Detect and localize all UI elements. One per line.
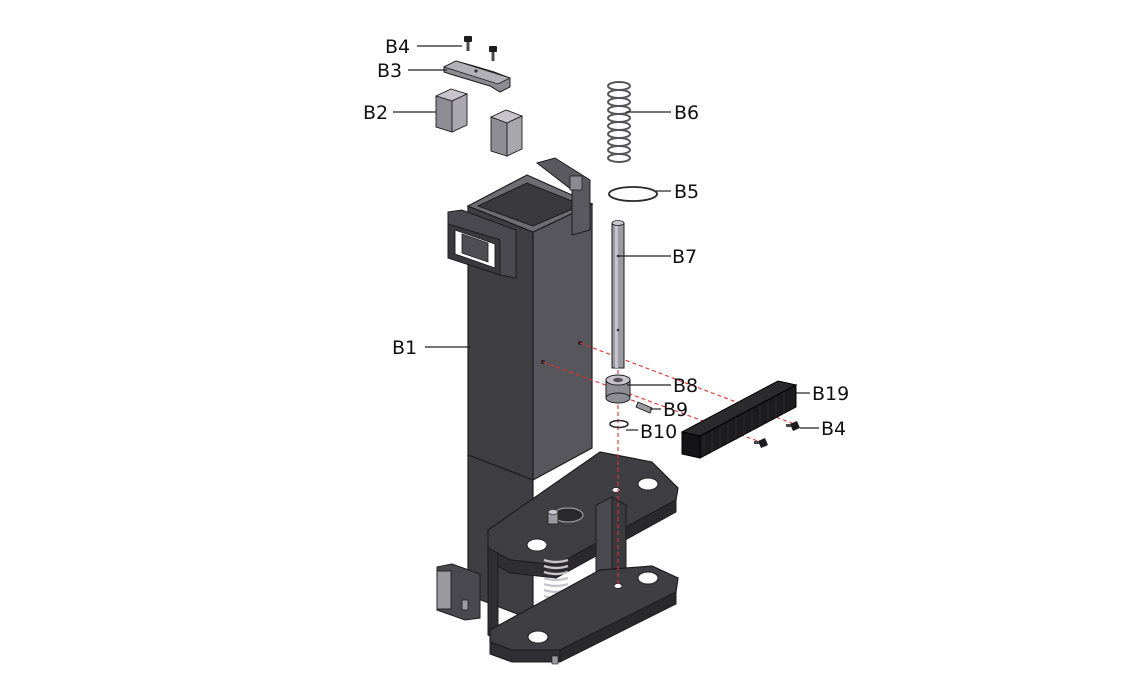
base-assembly bbox=[487, 451, 679, 665]
ring-b5 bbox=[608, 186, 658, 202]
label-b4-right: B4 bbox=[821, 418, 846, 440]
label-b2: B2 bbox=[363, 102, 388, 124]
screw-b4-top bbox=[464, 36, 497, 61]
label-b4-top: B4 bbox=[385, 36, 410, 58]
label-b10: B10 bbox=[640, 421, 677, 443]
pad-b19 bbox=[680, 380, 798, 459]
ring-b10 bbox=[609, 419, 629, 429]
part-labels: B4 B3 B2 B6 B5 B7 B1 B8 B9 B10 B19 B4 bbox=[363, 36, 849, 443]
leader-lines bbox=[393, 45, 819, 431]
column-b1 bbox=[466, 174, 594, 621]
bar-b3 bbox=[442, 60, 512, 93]
label-b8: B8 bbox=[673, 375, 698, 397]
top-bracket bbox=[535, 157, 591, 236]
label-b19: B19 bbox=[812, 383, 849, 405]
left-handle-lower bbox=[436, 563, 481, 621]
label-b7: B7 bbox=[672, 246, 697, 268]
pin-b9 bbox=[635, 401, 653, 414]
label-b6: B6 bbox=[674, 102, 699, 124]
label-b9: B9 bbox=[663, 399, 688, 421]
spring-b6 bbox=[607, 81, 631, 163]
collar-b8 bbox=[605, 374, 631, 404]
screw-b4-right bbox=[754, 421, 800, 448]
rod-b7 bbox=[611, 220, 625, 369]
label-b1: B1 bbox=[392, 337, 417, 359]
label-b5: B5 bbox=[674, 181, 699, 203]
label-b3: B3 bbox=[377, 60, 402, 82]
blocks-b2 bbox=[434, 88, 524, 157]
left-handle-upper bbox=[447, 209, 517, 279]
